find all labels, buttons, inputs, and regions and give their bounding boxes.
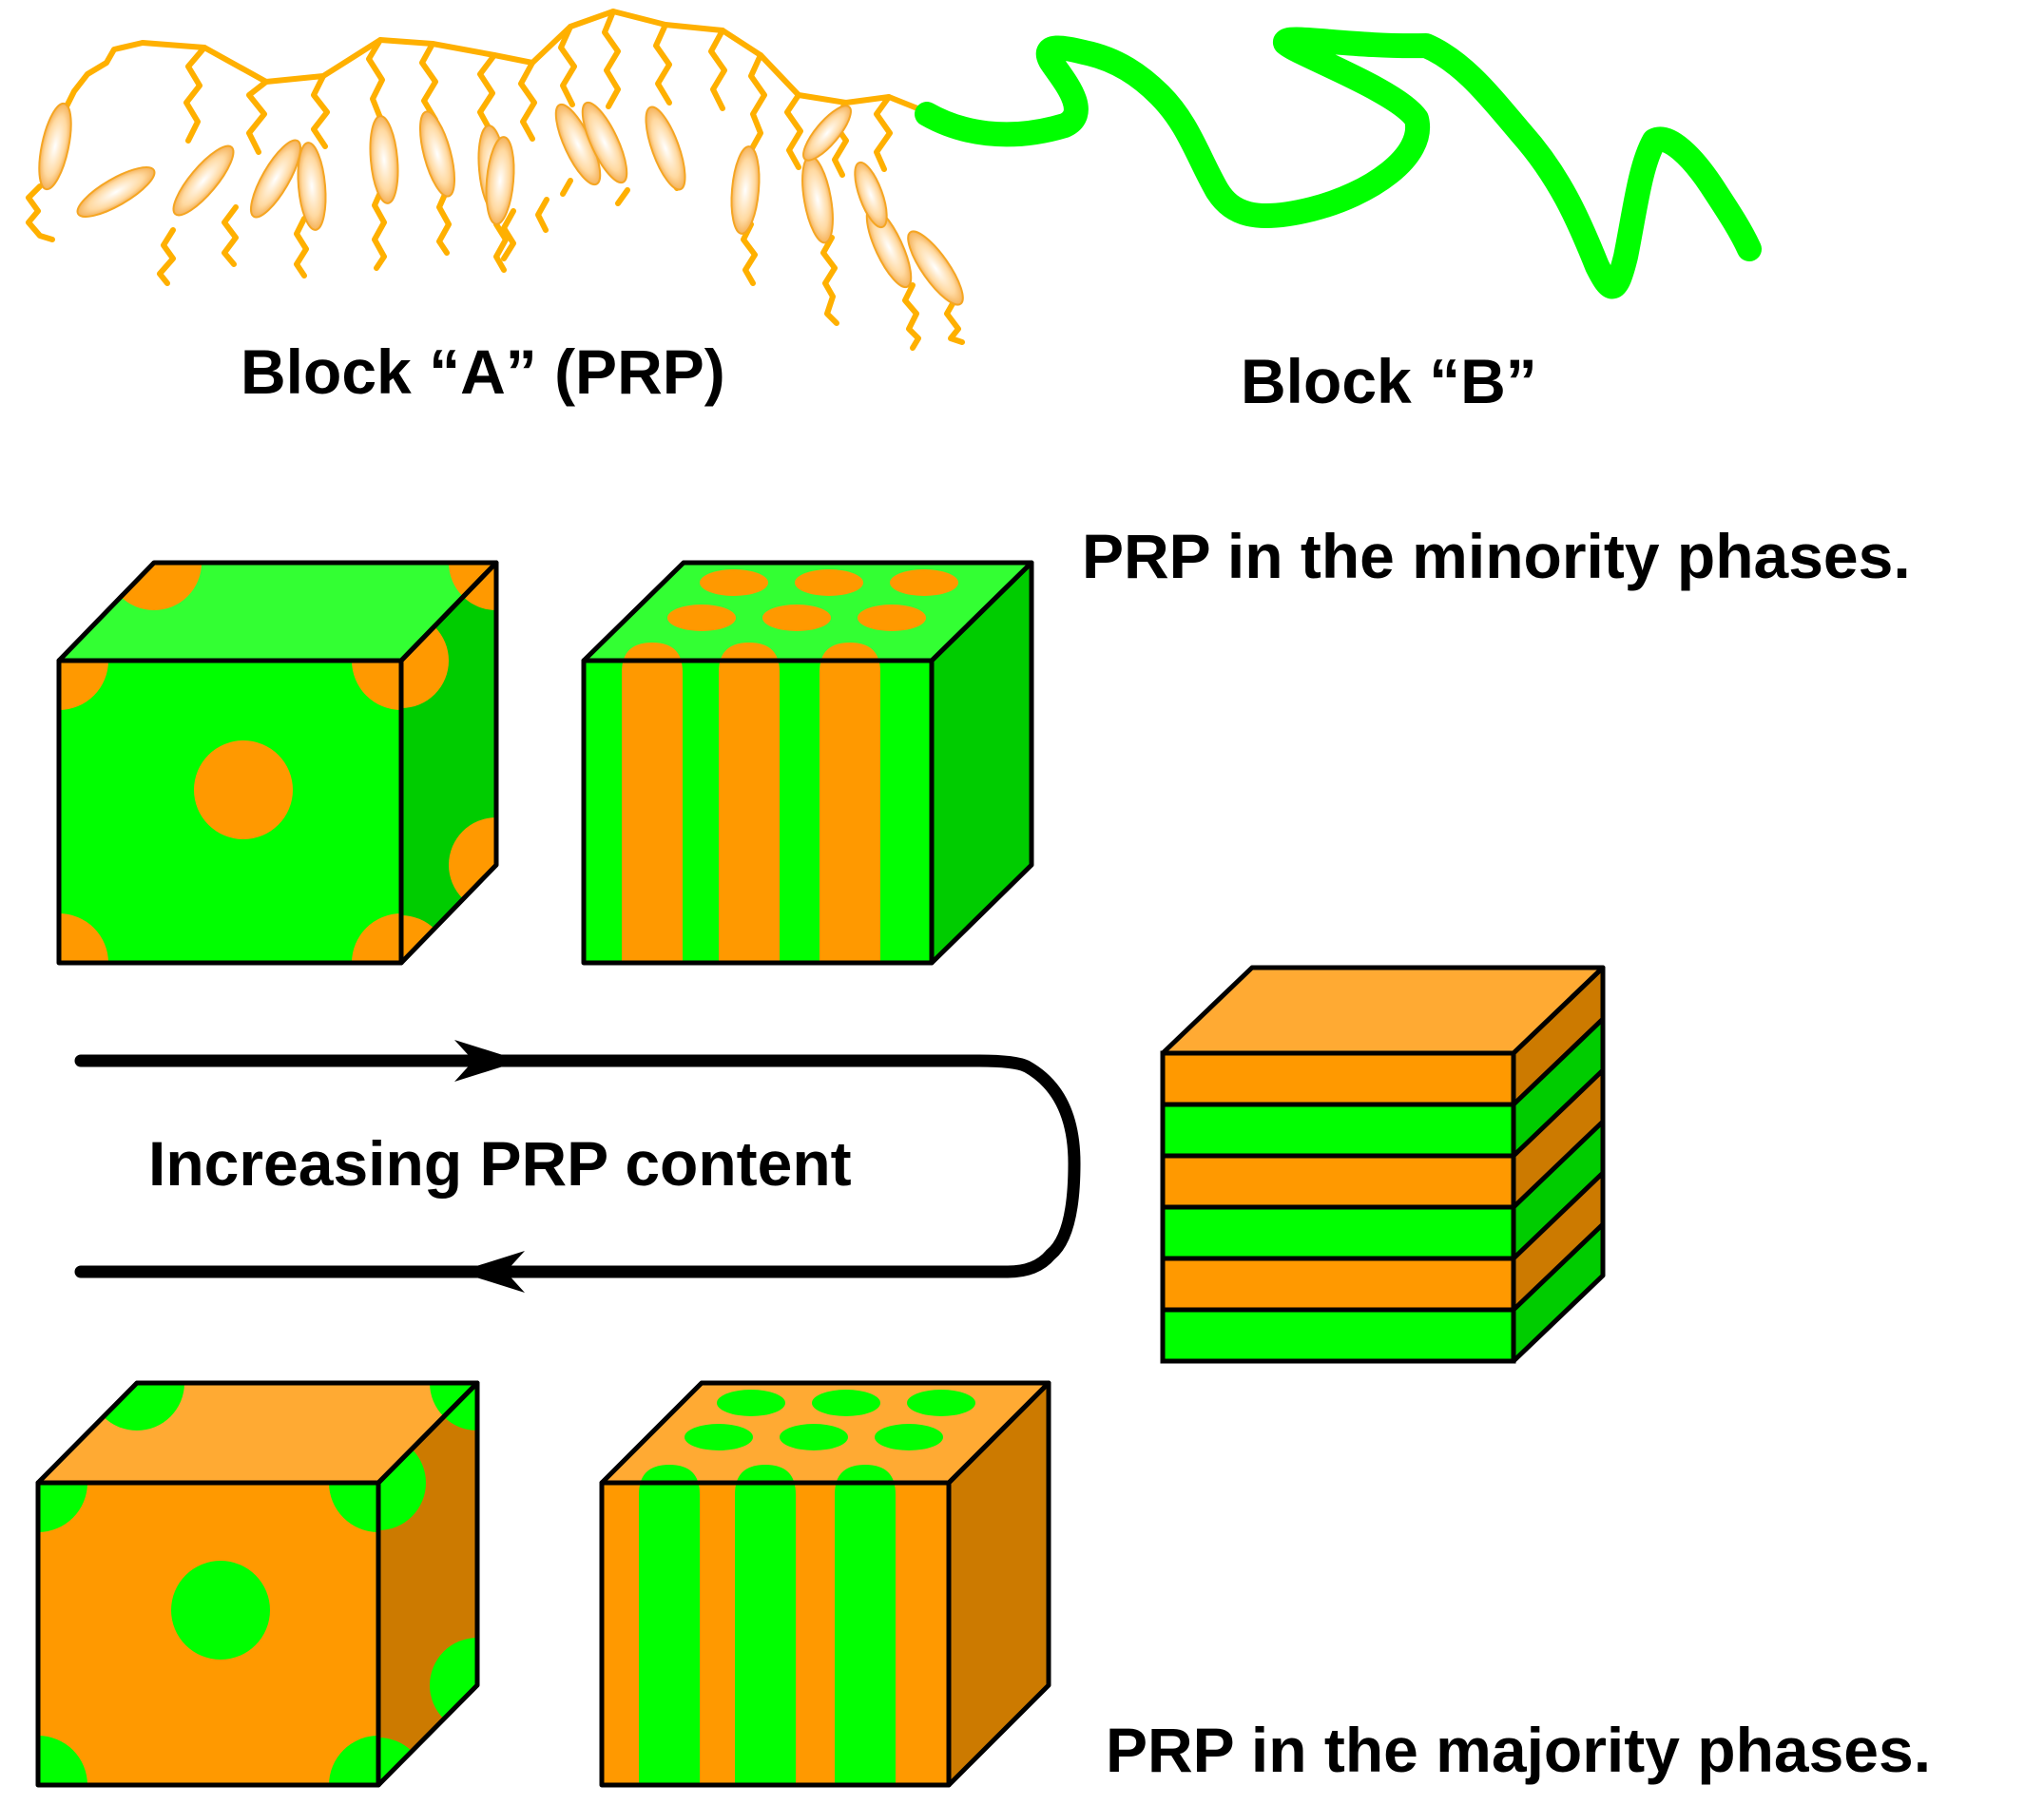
block-b-chain	[915, 27, 1762, 299]
cube-side-face	[949, 1383, 1049, 1785]
cube-spheres-prp-minority	[56, 560, 499, 966]
cube-cylinders-prp-majority	[599, 1380, 1051, 1788]
block-a-label: Block “A” (PRP)	[241, 336, 725, 407]
cylinders	[622, 643, 880, 963]
center-sphere	[171, 1561, 270, 1660]
cube-lamellae	[1160, 965, 1606, 1364]
cube-side-layers	[1514, 968, 1603, 1361]
minority-phases-label: PRP in the minority phases.	[1082, 521, 1911, 591]
cube-front-layers	[1160, 1050, 1516, 1364]
mesogen-units	[38, 101, 964, 306]
arrowhead-right	[454, 1040, 521, 1082]
center-sphere	[194, 740, 293, 839]
cube-cylinders-prp-minority	[581, 560, 1034, 966]
arrowhead-left	[458, 1251, 525, 1293]
side-chains	[26, 9, 965, 351]
block-a-prp-chain	[26, 9, 965, 351]
block-b-label: Block “B”	[1241, 346, 1537, 416]
cube-top-face	[1163, 968, 1603, 1053]
increasing-prp-label: Increasing PRP content	[148, 1128, 852, 1199]
majority-phases-label: PRP in the majority phases.	[1106, 1715, 1931, 1785]
cube-side-face	[932, 563, 1032, 963]
cube-spheres-prp-majority	[35, 1380, 480, 1788]
cylinders	[639, 1465, 896, 1785]
increasing-prp-arrow-loop: Increasing PRP content	[74, 1040, 1081, 1293]
